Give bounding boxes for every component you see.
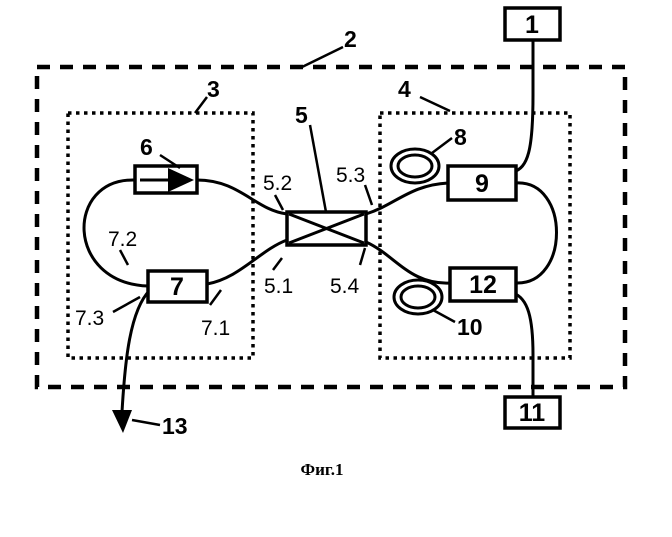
block-12-label: 12 [469, 271, 497, 299]
coil-8 [389, 147, 441, 185]
block-1: 1 [503, 6, 562, 42]
fiber-12-to-block-11 [512, 291, 535, 397]
enclosure-2-border [34, 64, 628, 390]
ref-2: 2 [344, 26, 357, 52]
output-arrowhead [112, 410, 132, 433]
ref-8: 8 [454, 124, 467, 150]
fiber-5-4-to-12 [365, 240, 451, 285]
enclosure-4-border [378, 111, 572, 360]
figure-caption: Фиг.1 [301, 460, 344, 479]
port-7-2: 7.2 [108, 228, 137, 251]
block-9-label: 9 [475, 170, 489, 198]
port-5-3: 5.3 [336, 164, 365, 187]
port-5-4: 5.4 [330, 275, 360, 298]
fiber-7-to-5-1 [206, 238, 288, 286]
block-11-label: 11 [519, 399, 546, 427]
block-11: 11 [503, 395, 562, 430]
port-7-3: 7.3 [75, 307, 104, 330]
leader-lines [112, 45, 456, 427]
block-9: 9 [446, 164, 518, 202]
block-7: 7 [146, 269, 209, 304]
port-7-1: 7.1 [201, 317, 230, 340]
port-5-1: 5.1 [264, 275, 293, 298]
enclosure-3-border [66, 111, 255, 360]
fiber-9-to-12-arc [515, 181, 558, 285]
ref-5: 5 [295, 102, 308, 128]
coil-10 [392, 278, 444, 316]
ref-4: 4 [398, 76, 411, 102]
isolator-6 [133, 164, 199, 195]
ref-6: 6 [140, 134, 153, 160]
fiber-5-2-to-isolator [196, 178, 288, 216]
fiber-5-3-to-9 [365, 181, 449, 216]
coupler-5 [285, 210, 368, 247]
block-12: 12 [448, 266, 518, 303]
ref-3: 3 [207, 76, 220, 102]
block-7-label: 7 [170, 273, 184, 301]
port-5-2: 5.2 [263, 172, 292, 195]
fiber-isolator-to-loop [82, 178, 149, 288]
fiber-9-to-block-1 [512, 40, 535, 174]
ref-13: 13 [162, 413, 188, 439]
block-1-label: 1 [525, 11, 539, 39]
ref-10: 10 [457, 314, 483, 340]
fiber-7-3-output [120, 288, 152, 413]
